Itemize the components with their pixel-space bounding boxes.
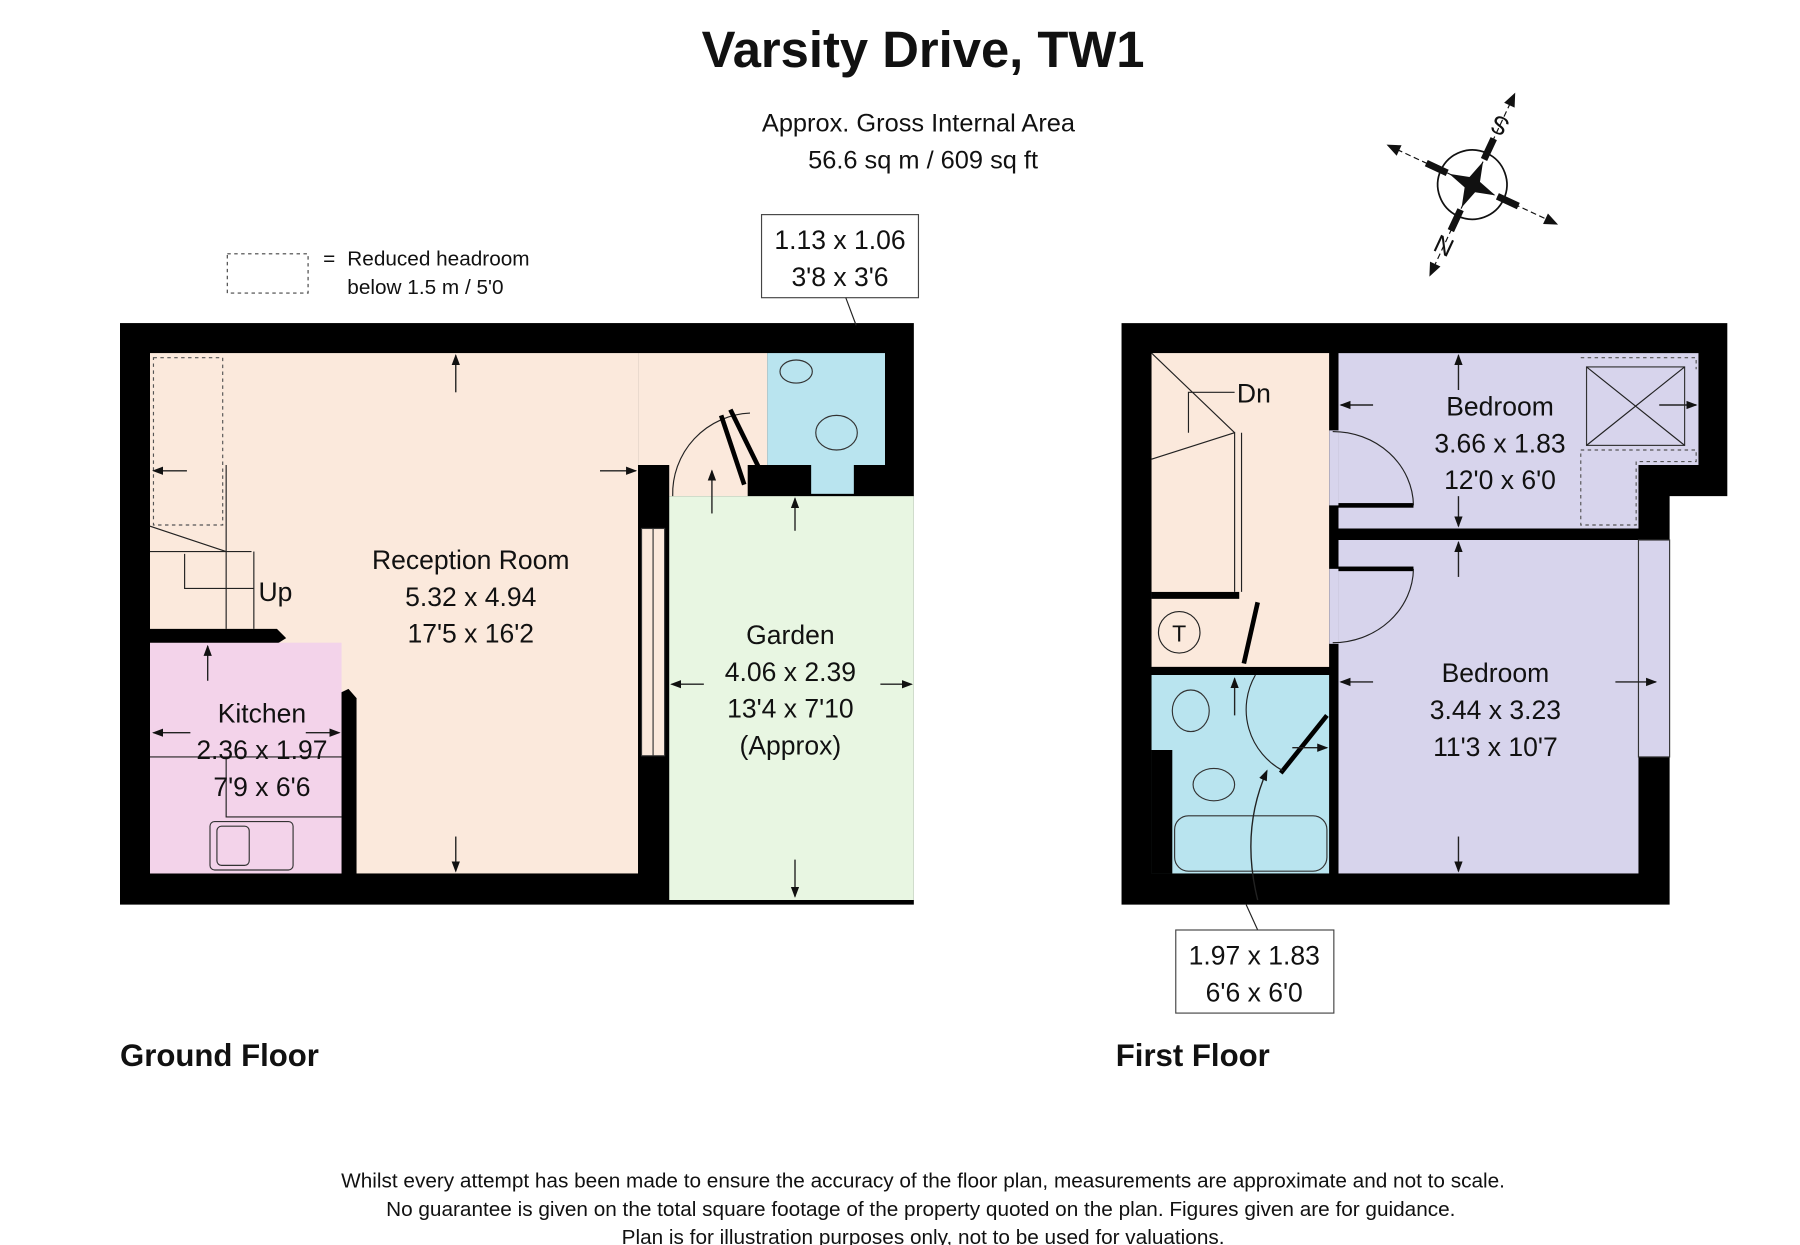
bedroom-1-metric: 3.66 x 1.83	[1434, 428, 1565, 458]
bedroom-2-area	[1338, 540, 1639, 874]
garden-imperial: 13'4 x 7'10	[727, 694, 854, 724]
area-label: Approx. Gross Internal Area	[762, 110, 1076, 138]
wc-imperial: 3'8 x 3'6	[791, 262, 888, 292]
bedroom-1-imperial: 12'0 x 6'0	[1444, 465, 1556, 495]
reception-room-name: Reception Room	[372, 545, 570, 575]
bathroom-area	[1151, 675, 1330, 874]
stairs-down-label: Dn	[1237, 379, 1271, 409]
kitchen-metric: 2.36 x 1.97	[196, 735, 327, 765]
svg-text:=: =	[323, 247, 335, 270]
garden-name: Garden	[746, 620, 834, 650]
ground-floor-label: Ground Floor	[120, 1038, 319, 1073]
kitchen-name: Kitchen	[218, 698, 306, 728]
compass-icon: S N	[1386, 92, 1559, 277]
disclaimer-line-1: Whilst every attempt has been made to en…	[341, 1169, 1505, 1192]
bedroom-1-area	[1338, 353, 1699, 529]
headroom-legend: = Reduced headroom below 1.5 m / 5'0	[226, 247, 530, 299]
first-floor-label: First Floor	[1116, 1038, 1270, 1073]
compass-north: N	[1429, 230, 1457, 263]
svg-text:T: T	[1172, 621, 1186, 647]
bedroom-1-name: Bedroom	[1446, 391, 1554, 421]
reception-room-imperial: 17'5 x 16'2	[407, 619, 534, 649]
stairs-up-label: Up	[258, 577, 292, 607]
page-title: Varsity Drive, TW1	[702, 21, 1145, 78]
svg-text:below 1.5 m / 5'0: below 1.5 m / 5'0	[347, 276, 503, 299]
tank-icon	[1157, 610, 1201, 654]
garden-metric: 4.06 x 2.39	[725, 657, 856, 687]
disclaimer-line-2: No guarantee is given on the total squar…	[386, 1198, 1455, 1221]
svg-text:Reduced headroom: Reduced headroom	[347, 247, 529, 270]
garden-area	[669, 496, 914, 900]
disclaimer-line-3: Plan is for illustration purposes only, …	[622, 1226, 1225, 1245]
bathroom-metric: 1.97 x 1.83	[1189, 941, 1320, 971]
ground-floor-plan: Up Reception Room 5.32 x 4.94 17'5 x 16'…	[120, 214, 920, 905]
wc-area	[767, 353, 885, 465]
garden-note: (Approx)	[740, 731, 842, 761]
first-floor-plan: T Dn Bedroom 3.66 x 1.83 12'0 x 6'0 Bedr…	[1121, 323, 1728, 1014]
reception-room-metric: 5.32 x 4.94	[405, 582, 536, 612]
compass-south: S	[1487, 109, 1514, 142]
bedroom-2-imperial: 11'3 x 10'7	[1433, 732, 1558, 762]
wc-metric: 1.13 x 1.06	[774, 225, 905, 255]
bedroom-2-name: Bedroom	[1442, 658, 1550, 688]
landing-area	[1151, 353, 1330, 667]
area-value: 56.6 sq m / 609 sq ft	[808, 146, 1038, 174]
bathroom-imperial: 6'6 x 6'0	[1206, 978, 1303, 1008]
bedroom-2-metric: 3.44 x 3.23	[1430, 695, 1561, 725]
kitchen-imperial: 7'9 x 6'6	[213, 772, 310, 802]
